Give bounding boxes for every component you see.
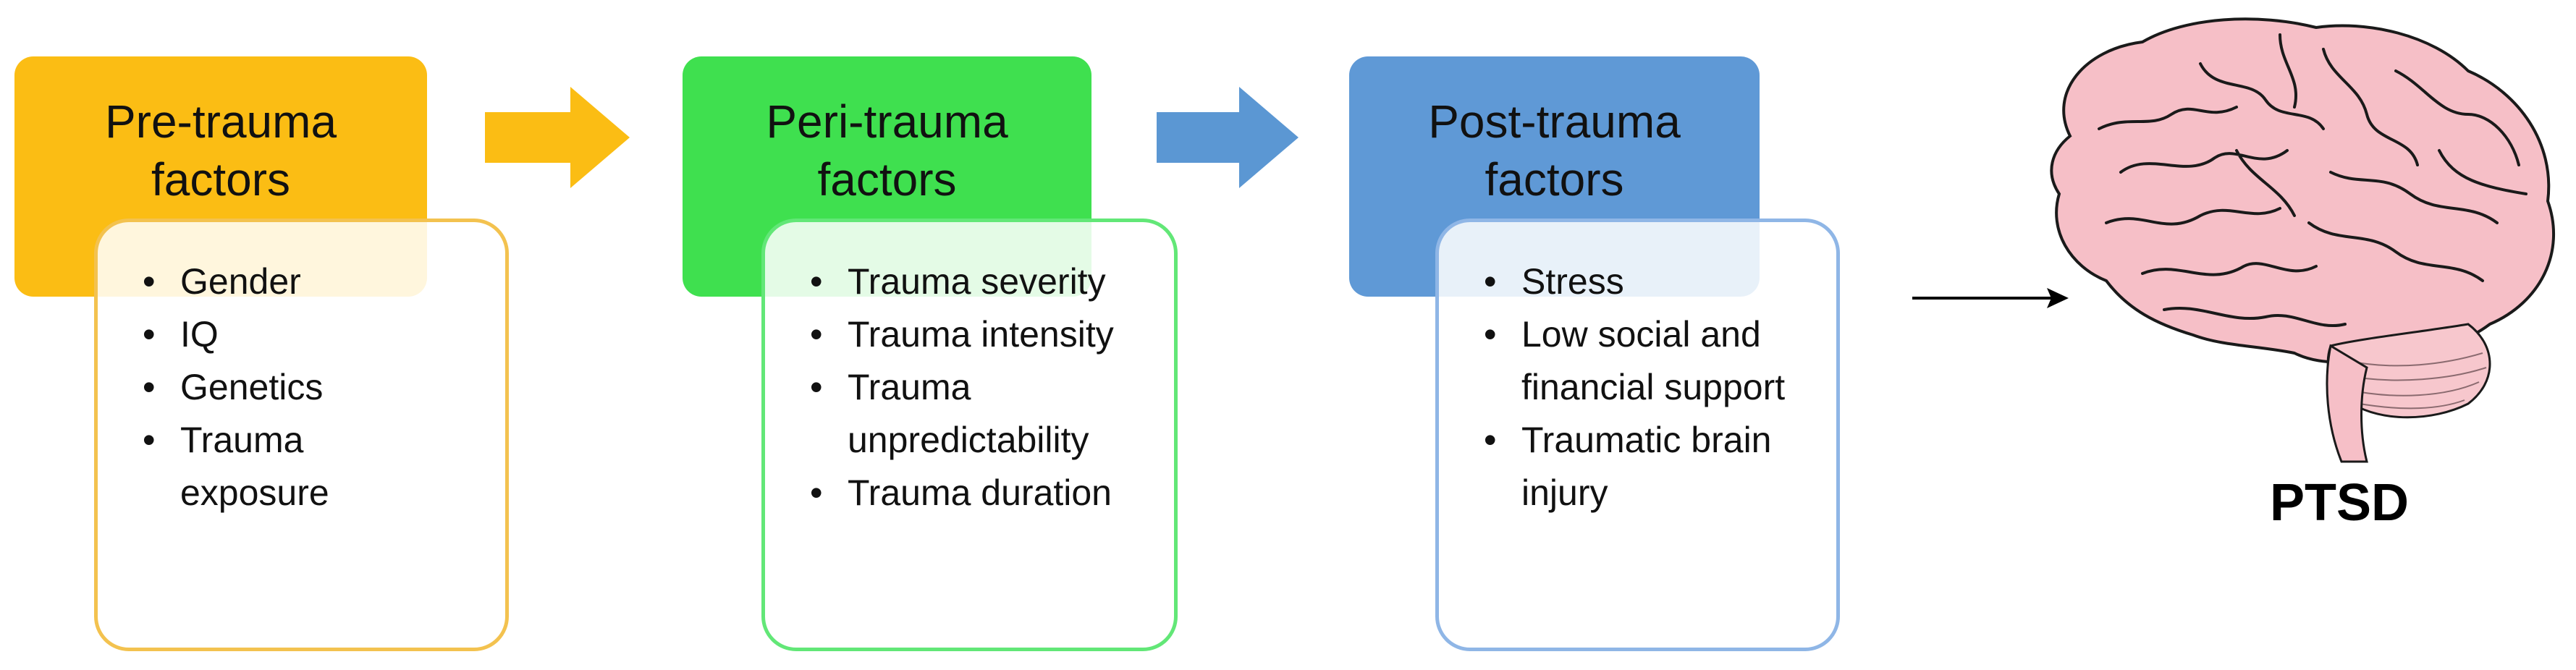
brain-stem (2326, 344, 2368, 463)
post-trauma-title-line-2: factors (1485, 153, 1624, 205)
outcome-label: PTSD (2269, 474, 2410, 532)
peri-trauma-title-line-1: Peri-trauma (766, 96, 1008, 148)
factor-text: Stress (1521, 261, 1624, 302)
bullet-icon: • (143, 261, 156, 302)
bullet-icon: • (143, 420, 156, 460)
pre-trauma-factor-card: • Gender • IQ • Genetics • Trauma exposure (94, 219, 509, 651)
bullet-icon: • (810, 261, 823, 302)
factor-text: Traumatic brain injury (1521, 420, 1772, 513)
factor-item: • Gender (143, 255, 488, 308)
bullet-icon: • (810, 314, 823, 355)
factor-text: Gender (180, 261, 301, 302)
bullet-icon: • (1484, 261, 1497, 302)
factor-text: Trauma severity (848, 261, 1106, 302)
factor-text: Trauma unpredictability (848, 367, 1089, 460)
bullet-icon: • (143, 314, 156, 355)
factor-text: Trauma duration (848, 472, 1112, 513)
peri-trauma-factor-list: • Trauma severity • Trauma intensity • Trau… (810, 255, 1157, 520)
bullet-icon: • (1484, 420, 1497, 460)
factor-item: • Genetics (143, 361, 488, 414)
brain-cerebellum-folds (2341, 352, 2487, 410)
arrow-head (2047, 288, 2069, 308)
bullet-icon: • (810, 472, 823, 513)
peri-trauma-factor-card: • Trauma severity • Trauma intensity • Trau… (761, 219, 1178, 651)
factor-item: • Trauma duration (810, 467, 1157, 520)
factor-text: Low social and financial support (1521, 314, 1786, 407)
factor-text: IQ (180, 314, 219, 355)
factor-item: • Trauma severity (810, 255, 1157, 308)
factor-text: Trauma intensity (848, 314, 1114, 355)
factor-item: • Trauma unpredictability (810, 361, 1157, 467)
pre-trauma-title-line-2: factors (151, 153, 291, 205)
pre-trauma-factor-list: • Gender • IQ • Genetics • Trauma exposure (143, 255, 488, 520)
pre-trauma-title-line-1: Pre-trauma (104, 96, 337, 148)
factor-text: Genetics (180, 367, 324, 407)
factor-item: • Traumatic brain injury (1484, 414, 1819, 520)
brain-sulci (2098, 33, 2528, 328)
factor-item: • IQ (143, 308, 488, 361)
peri-trauma-title-line-2: factors (817, 153, 957, 205)
factor-item: • Trauma intensity (810, 308, 1157, 361)
block-arrow-right-icon (485, 87, 630, 188)
factor-item: • Trauma exposure (143, 414, 488, 520)
factor-text: Trauma exposure (180, 420, 329, 513)
line-arrow-right-icon (1912, 288, 2069, 308)
arrow-pre-shape (485, 87, 630, 188)
block-arrow-right-icon (1157, 87, 1298, 188)
arrow-peri-shape (1157, 87, 1298, 188)
bullet-icon: • (1484, 314, 1497, 355)
post-trauma-title-line-1: Post-trauma (1428, 96, 1681, 148)
brain-cerebrum (2050, 17, 2555, 364)
factor-item: • Stress (1484, 255, 1819, 308)
post-trauma-factor-card: • Stress • Low social and financial suppor… (1435, 219, 1840, 651)
bullet-icon: • (810, 367, 823, 407)
bullet-icon: • (143, 367, 156, 407)
factor-item: • Low social and financial support (1484, 308, 1819, 414)
brain-icon (2050, 17, 2555, 463)
post-trauma-factor-list: • Stress • Low social and financial suppor… (1484, 255, 1819, 520)
